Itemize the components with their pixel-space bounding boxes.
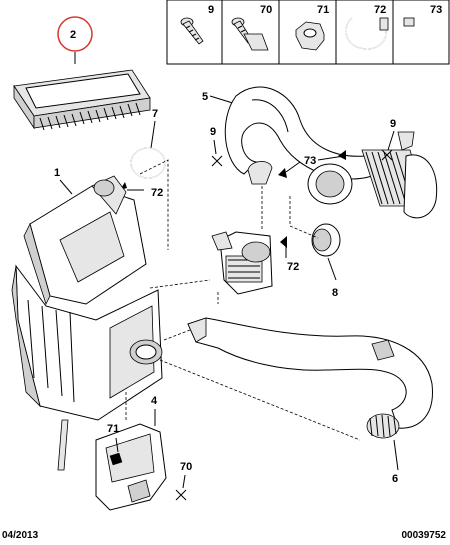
- callout-2: 2: [70, 29, 76, 41]
- wide-hose-clamp-icon: [403, 17, 435, 49]
- legend-ref-71: 71: [317, 4, 329, 16]
- legend-ref-72: 72: [374, 4, 386, 16]
- callout-1: 1: [54, 167, 60, 179]
- bracket-4: 4 71 70: [95, 395, 192, 511]
- footer-date: 04/2013: [2, 530, 39, 541]
- coupling-8: 8: [311, 223, 341, 299]
- callout-73: 73: [304, 155, 316, 167]
- callout-9-left-group: 9: [210, 126, 223, 167]
- callout-5: 5: [202, 91, 208, 103]
- seal-ring-7: 7 72: [120, 108, 166, 199]
- screw-icon: [180, 17, 204, 45]
- hex-nut-icon: [295, 21, 325, 51]
- hardware-legend: 9 70 71 72 73: [166, 0, 450, 65]
- bolt-with-clip-icon: [231, 17, 269, 51]
- callout-73-group: 73: [278, 150, 346, 178]
- callout-6: 6: [392, 473, 398, 485]
- bolt-marker-70: [175, 489, 187, 501]
- callout-9-left: 9: [210, 126, 216, 138]
- air-filter-housing: 1: [11, 167, 163, 471]
- highlight-circle: [57, 16, 93, 52]
- callout-9-right: 9: [390, 118, 396, 130]
- callout-72-right: 72: [287, 261, 299, 273]
- callout-71: 71: [107, 423, 119, 435]
- callout-9-right-group: 9: [381, 118, 396, 161]
- hose-clamp-icon: [345, 17, 389, 50]
- air-filter-element: 2: [13, 16, 151, 131]
- assembly-dashed-lines: [125, 159, 361, 441]
- legend-ref-9: 9: [208, 4, 214, 16]
- airflow-sensor: 72: [211, 231, 299, 295]
- callout-7: 7: [152, 108, 158, 120]
- callout-8: 8: [332, 287, 338, 299]
- legend-ref-70: 70: [260, 4, 272, 16]
- callout-70: 70: [180, 461, 192, 473]
- air-duct-5: 5: [202, 86, 438, 219]
- footer-reference: 00039752: [401, 530, 447, 541]
- callout-4: 4: [151, 395, 158, 407]
- nut-marker-71: [109, 452, 123, 466]
- callout-72-left: 72: [151, 187, 163, 199]
- air-duct-6: 6: [187, 317, 433, 485]
- legend-ref-73: 73: [430, 4, 442, 16]
